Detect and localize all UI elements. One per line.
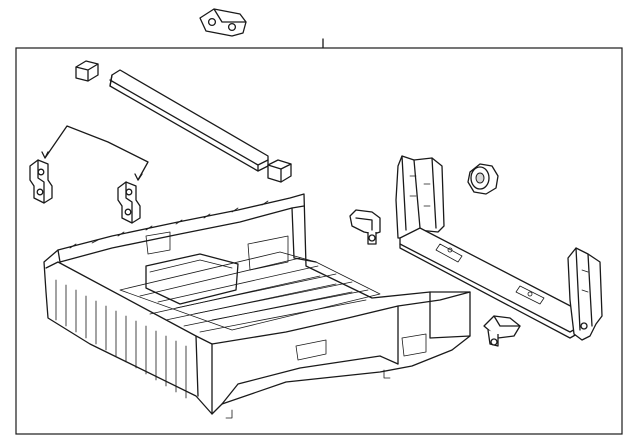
corner-brackets-icon [29, 125, 149, 224]
hinge-bracket-icon [199, 8, 247, 37]
tie-down-hook-icon [349, 209, 381, 245]
rail-cover-icon [109, 69, 269, 172]
rubber-bumper-icon [467, 163, 499, 195]
end-cap-left-icon [75, 60, 99, 82]
pickup-box-icon [43, 193, 471, 419]
end-cap-right-icon [267, 159, 292, 183]
tie-down-anchor-icon [483, 315, 521, 347]
front-panel-brace-icon [395, 155, 603, 341]
